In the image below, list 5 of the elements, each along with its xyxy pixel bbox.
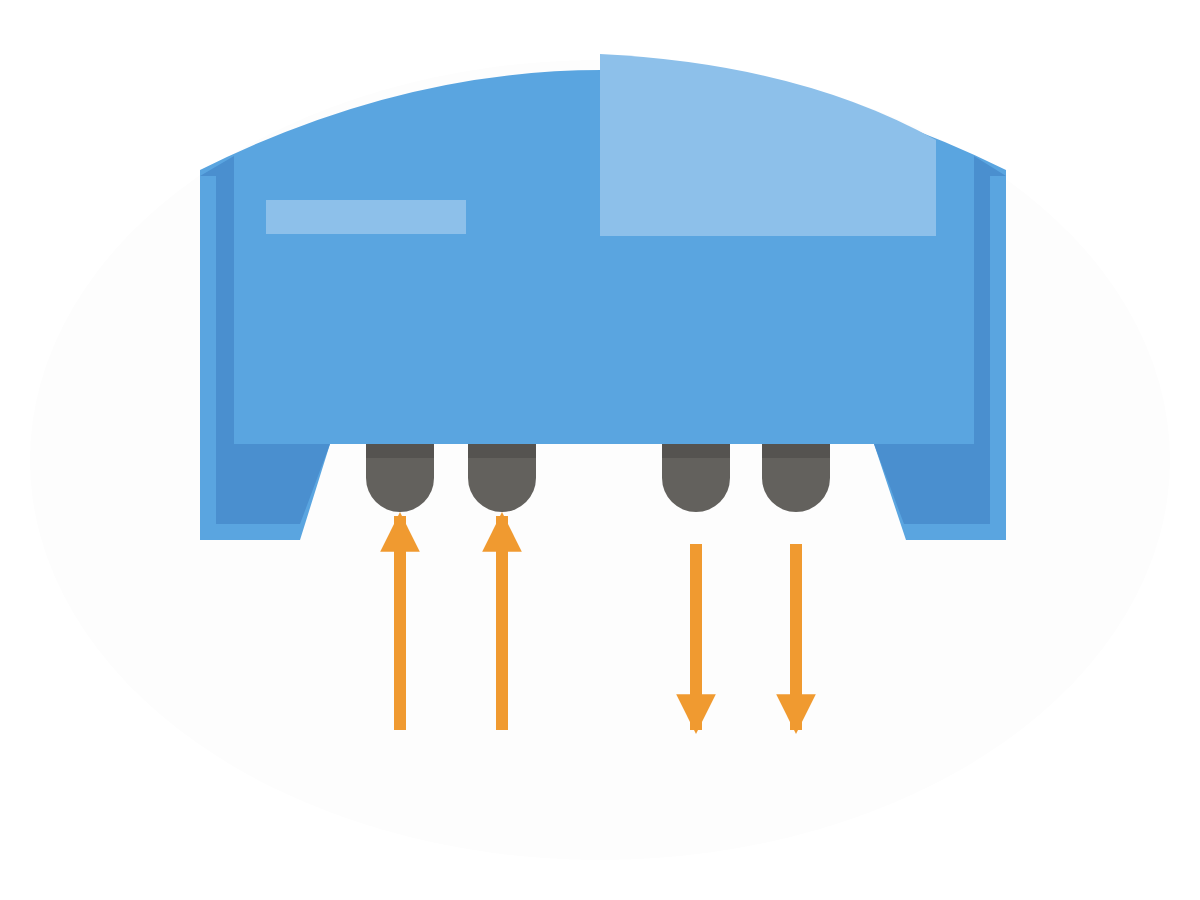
arrow (676, 544, 716, 734)
arrow (482, 512, 522, 730)
arrow (776, 544, 816, 734)
device-drawing (200, 54, 1006, 540)
arrow (380, 512, 420, 730)
